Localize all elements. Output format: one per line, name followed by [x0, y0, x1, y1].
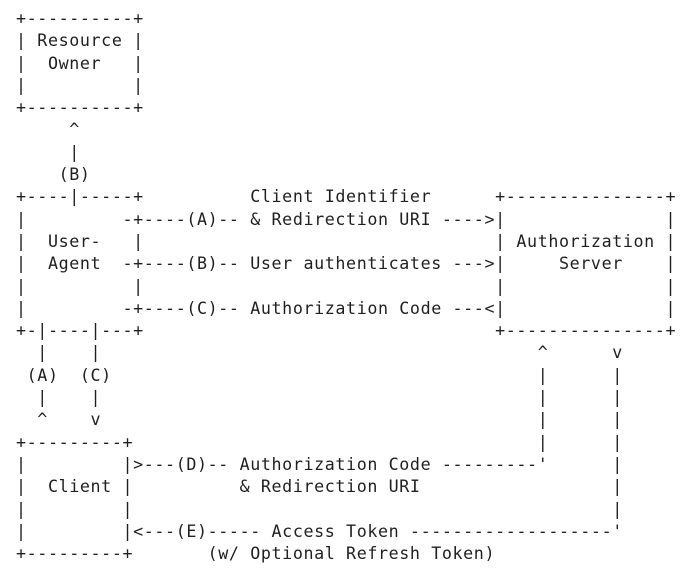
diagram-line: | Agent -+----(B)-- User authenticates -…: [16, 253, 677, 274]
diagram-line: |: [16, 141, 80, 162]
diagram-line: | Resource |: [16, 30, 144, 51]
diagram-line: +----------+: [16, 8, 144, 28]
diagram-line: | | ^ v: [16, 342, 623, 363]
diagram-line: | |: [16, 74, 144, 95]
diagram-line: ^: [16, 119, 80, 140]
diagram-line: | | |: [16, 498, 623, 519]
diagram-line: | User- | | Authorization |: [16, 230, 677, 251]
diagram-line: | -+----(C)-- Authorization Code ---<| |: [16, 297, 677, 318]
diagram-line: | |<---(E)----- Access Token -----------…: [16, 520, 623, 541]
diagram-line: | | | |: [16, 275, 677, 296]
diagram-line: +----|-----+ Client Identifier +--------…: [16, 186, 677, 207]
diagram-line: | -+----(A)-- & Redirection URI ---->| |: [16, 208, 677, 229]
diagram-line: (B): [16, 164, 91, 185]
diagram-line: | |>---(D)-- Authorization Code --------…: [16, 453, 623, 474]
diagram-line: | Owner |: [16, 52, 144, 73]
diagram-line: +---------+ (w/ Optional Refresh Token): [16, 543, 496, 564]
diagram-line: ^ v | |: [16, 409, 623, 430]
ascii-art-diagram: +----------+ | Resource | | Owner | | | …: [16, 7, 676, 564]
diagram-line: | Client | & Redirection URI |: [16, 476, 623, 497]
diagram-line: (A) (C) | |: [16, 364, 623, 385]
diagram-line: | | | |: [16, 387, 623, 408]
diagram-line: +----------+: [16, 97, 144, 118]
diagram-line: +-|----|---+ +---------------+: [16, 320, 677, 341]
diagram-line: +---------+ | |: [16, 431, 623, 452]
